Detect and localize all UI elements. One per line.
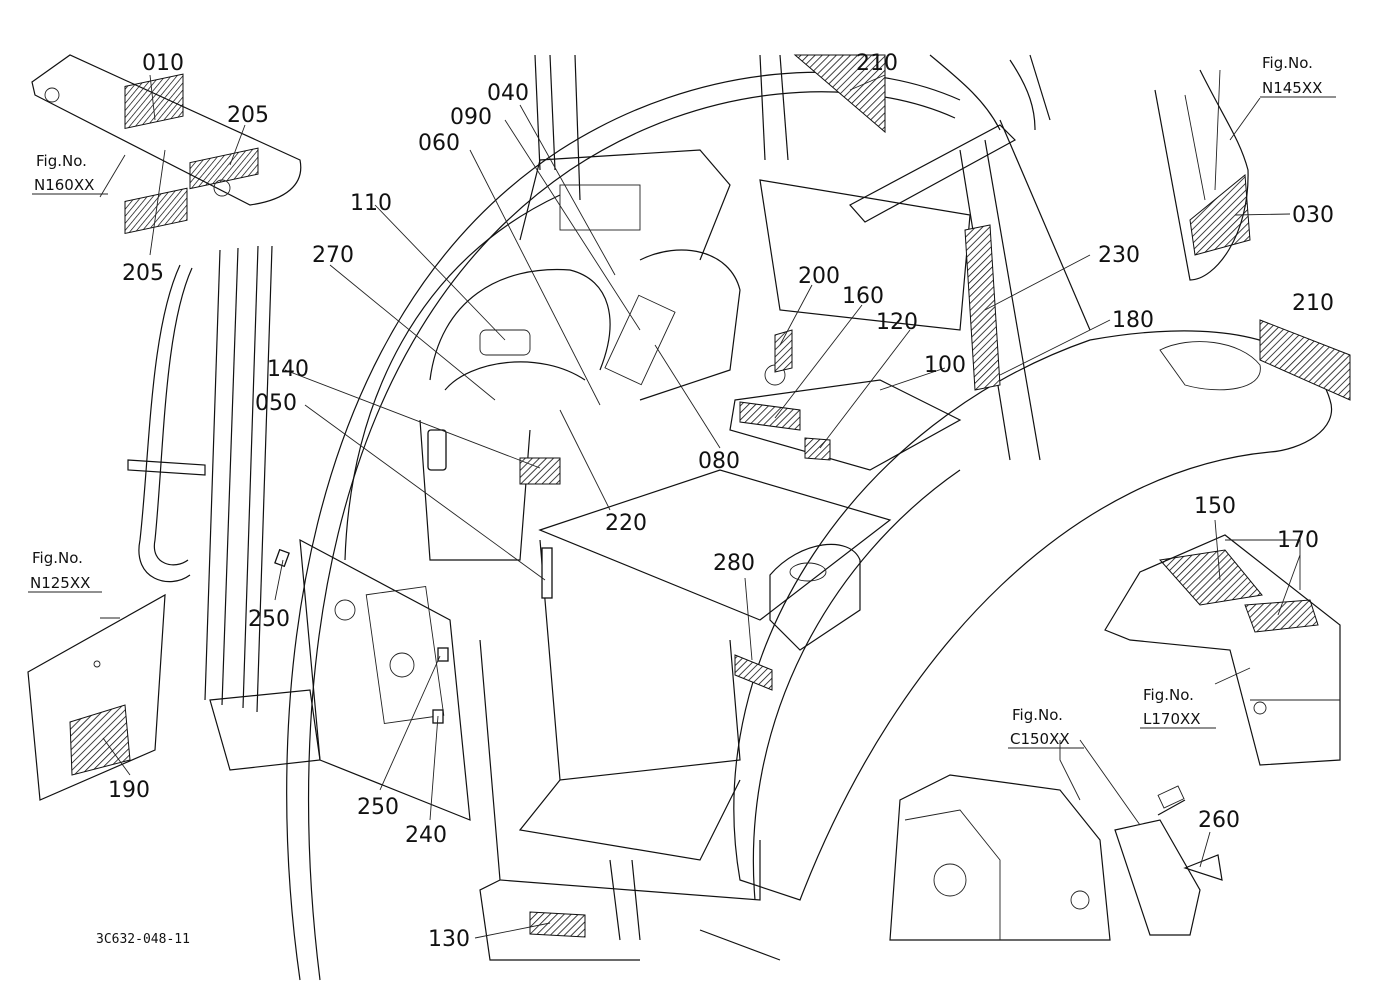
callout-205-lower: 205 xyxy=(122,261,164,286)
callout-060: 060 xyxy=(418,131,460,156)
decal-210-right xyxy=(1259,319,1351,401)
leader-lines xyxy=(99,74,1301,939)
fig-ref-n145-label: Fig.No. xyxy=(1262,54,1313,72)
fig-ref-n145-code: N145XX xyxy=(1262,79,1322,97)
tractor-platform-drawing xyxy=(127,54,1333,981)
callout-200: 200 xyxy=(798,264,840,289)
callout-110: 110 xyxy=(350,191,392,216)
callout-090: 090 xyxy=(450,105,492,130)
callout-140: 140 xyxy=(267,357,309,382)
callout-280: 280 xyxy=(713,551,755,576)
fig-ref-l170-code: L170XX xyxy=(1143,710,1201,728)
decal-150 xyxy=(1159,549,1263,606)
callout-180: 180 xyxy=(1112,308,1154,333)
callout-240: 240 xyxy=(405,823,447,848)
fig-ref-n160-code: N160XX xyxy=(34,176,94,194)
fig-ref-c150-code: C150XX xyxy=(1010,730,1070,748)
callout-150: 150 xyxy=(1194,494,1236,519)
callout-220: 220 xyxy=(605,511,647,536)
callout-010: 010 xyxy=(142,51,184,76)
document-id: 3C632-048-11 xyxy=(96,932,190,947)
decal-030 xyxy=(1189,174,1251,256)
fig-ref-n160-label: Fig.No. xyxy=(36,152,87,170)
callout-190: 190 xyxy=(108,778,150,803)
callout-130: 130 xyxy=(428,927,470,952)
callout-050: 050 xyxy=(255,391,297,416)
callout-205-upper: 205 xyxy=(227,103,269,128)
decal-160 xyxy=(739,401,801,431)
decal-230 xyxy=(964,224,1001,391)
callout-030: 030 xyxy=(1292,203,1334,228)
part-callouts: 010 205 205 040 090 060 110 270 140 050 … xyxy=(108,51,1334,952)
callout-120: 120 xyxy=(876,310,918,335)
decal-200 xyxy=(774,329,793,373)
decal-210-top xyxy=(793,54,886,134)
callout-170: 170 xyxy=(1277,528,1319,553)
callout-040: 040 xyxy=(487,81,529,106)
decal-010 xyxy=(124,73,184,130)
callout-160: 160 xyxy=(842,284,884,309)
decal-140 xyxy=(519,457,561,485)
figure-references: Fig.No. N160XX Fig.No. N145XX Fig.No. N1… xyxy=(28,54,1336,749)
callout-210-top: 210 xyxy=(856,51,898,76)
callout-100: 100 xyxy=(924,353,966,378)
fig-ref-l170-label: Fig.No. xyxy=(1143,686,1194,704)
decal-130 xyxy=(529,911,586,938)
callout-250-lower: 250 xyxy=(357,795,399,820)
callout-080: 080 xyxy=(698,449,740,474)
decal-205-upper xyxy=(189,147,259,190)
decal-120 xyxy=(804,437,831,461)
decal-patches xyxy=(69,54,1351,938)
callout-210-right: 210 xyxy=(1292,291,1334,316)
callout-230: 230 xyxy=(1098,243,1140,268)
callout-250-left: 250 xyxy=(248,607,290,632)
callout-270: 270 xyxy=(312,243,354,268)
fig-ref-n125-code: N125XX xyxy=(30,574,90,592)
decal-280 xyxy=(734,654,773,691)
callout-260: 260 xyxy=(1198,808,1240,833)
fig-ref-c150-label: Fig.No. xyxy=(1012,706,1063,724)
decal-170 xyxy=(1244,599,1319,633)
fig-ref-n125-label: Fig.No. xyxy=(32,549,83,567)
detail-views xyxy=(27,54,1341,941)
decal-190 xyxy=(69,704,131,776)
